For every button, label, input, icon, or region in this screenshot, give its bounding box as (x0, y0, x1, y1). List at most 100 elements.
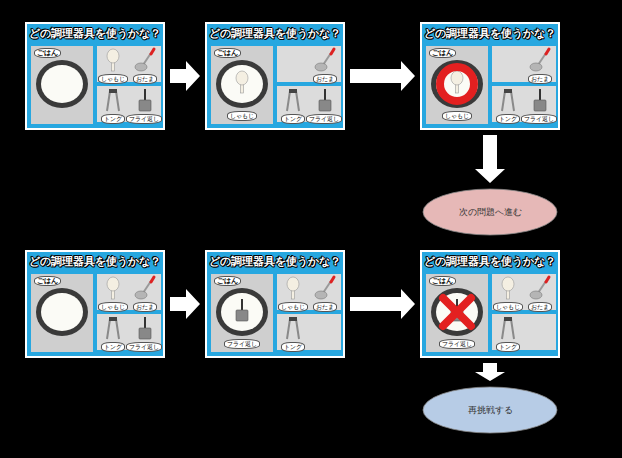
tongs-hinge (289, 89, 297, 93)
tool-label: フライ返し (126, 342, 162, 352)
ladle-handle (331, 49, 334, 54)
tongs-arm (116, 91, 119, 111)
tongs-hinge (109, 317, 117, 321)
turner-handle (539, 89, 541, 100)
tool-label: おたま (528, 302, 552, 312)
tongs-arm (287, 91, 290, 111)
tool-label: トング (496, 114, 520, 124)
ladle-bowl (530, 63, 542, 71)
rice-paddle-head (236, 71, 248, 85)
tongs-arm (116, 319, 119, 339)
turner-blade (139, 100, 151, 111)
food-label: ごはん (429, 276, 456, 286)
ladle-handle (331, 277, 334, 282)
tongs-arm (502, 319, 505, 339)
rice (436, 293, 478, 331)
tool-label: しゃもじ (442, 111, 472, 121)
slide-title: どの調理器具を使うかな？ (27, 255, 163, 269)
turner-blade (139, 328, 151, 339)
rice-photo (31, 46, 93, 124)
rice (436, 65, 478, 103)
rice-bowl (36, 288, 88, 336)
ladle-bowl (530, 291, 542, 299)
oval-shape (423, 189, 557, 235)
turner-blade (534, 100, 546, 111)
tool-label: フライ返し (306, 114, 342, 124)
oval-shape (423, 387, 557, 433)
tool-label: おたま (528, 74, 552, 84)
tool-label: フライ返し (521, 114, 557, 124)
flow-arrow (475, 363, 505, 381)
slide-title: どの調理器具を使うかな？ (422, 255, 558, 269)
rice-photo (211, 46, 273, 124)
tongs-hinge (504, 89, 512, 93)
rice-paddle-head (107, 49, 119, 63)
tool-label: トング (281, 114, 305, 124)
tool-label: トング (101, 114, 125, 124)
screen-slide: どの調理器具を使うかな？ごはんしゃもじおたまトングフライ返し (420, 250, 560, 358)
tongs-hinge (109, 89, 117, 93)
ladle-bowl (315, 291, 327, 299)
tool-photo (277, 46, 309, 82)
rice-paddle-head (107, 277, 119, 291)
slide-title: どの調理器具を使うかな？ (207, 27, 343, 41)
tongs-arm (296, 319, 299, 339)
turner-blade (236, 310, 248, 321)
tongs-arm (107, 319, 110, 339)
tongs-arm (107, 91, 110, 111)
tool-label: おたま (313, 74, 337, 84)
tool-label: しゃもじ (227, 111, 257, 121)
tongs-hinge (504, 317, 512, 321)
tool-photo (524, 314, 556, 350)
tongs-arm (287, 319, 290, 339)
rice-photo (426, 46, 488, 124)
ladle-bowl (135, 291, 147, 299)
correct-mark (440, 67, 474, 101)
flow-arrow (350, 61, 415, 91)
rice-photo (426, 274, 488, 352)
food-label: ごはん (34, 276, 61, 286)
tool-label: しゃもじ (98, 302, 128, 312)
food-label: ごはん (214, 48, 241, 58)
food-label: ごはん (34, 48, 61, 58)
tool-label: フライ返し (126, 114, 162, 124)
oval-label: 再挑戦する (422, 404, 558, 417)
flow-arrow (170, 61, 200, 91)
rice-paddle-head (502, 277, 514, 291)
ladle-handle (546, 277, 549, 282)
rice (41, 65, 83, 103)
slide-title: どの調理器具を使うかな？ (207, 255, 343, 269)
tool-label: フライ返し (439, 339, 475, 349)
ladle-handle (151, 277, 154, 282)
rice-bowl (216, 60, 268, 108)
result-oval: 次の問題へ進む (422, 188, 558, 236)
turner-blade (319, 100, 331, 111)
flow-arrow (475, 135, 505, 183)
rice-photo (211, 274, 273, 352)
screen-slide: どの調理器具を使うかな？ごはんしゃもじおたまトングフライ返し (420, 22, 560, 130)
rice-paddle-head (451, 71, 463, 85)
tool-label: おたま (133, 74, 157, 84)
rice-paddle-head (287, 277, 299, 291)
oval-label: 次の問題へ進む (422, 206, 558, 219)
ladle-bowl (315, 63, 327, 71)
wrong-mark (443, 298, 471, 326)
tool-photo (492, 46, 524, 82)
food-label: ごはん (429, 48, 456, 58)
screen-slide: どの調理器具を使うかな？ごはんしゃもじおたまトングフライ返し (205, 250, 345, 358)
tongs-hinge (289, 317, 297, 321)
tongs-arm (296, 91, 299, 111)
ladle-bowl (135, 63, 147, 71)
screen-slide: どの調理器具を使うかな？ ごはんしゃもじおたまトングフライ返し (25, 250, 165, 358)
tongs-arm (511, 91, 514, 111)
tool-label: しゃもじ (493, 302, 523, 312)
rice-photo (31, 274, 93, 352)
rice-bowl (431, 60, 483, 108)
tool-label: トング (101, 342, 125, 352)
tool-label: おたま (133, 302, 157, 312)
tool-label: トング (281, 342, 305, 352)
screen-slide: どの調理器具を使うかな？ ごはんしゃもじ おたまトングフライ返し (205, 22, 345, 130)
tool-photo (309, 314, 341, 350)
turner-handle (241, 299, 243, 310)
rice (221, 65, 263, 103)
